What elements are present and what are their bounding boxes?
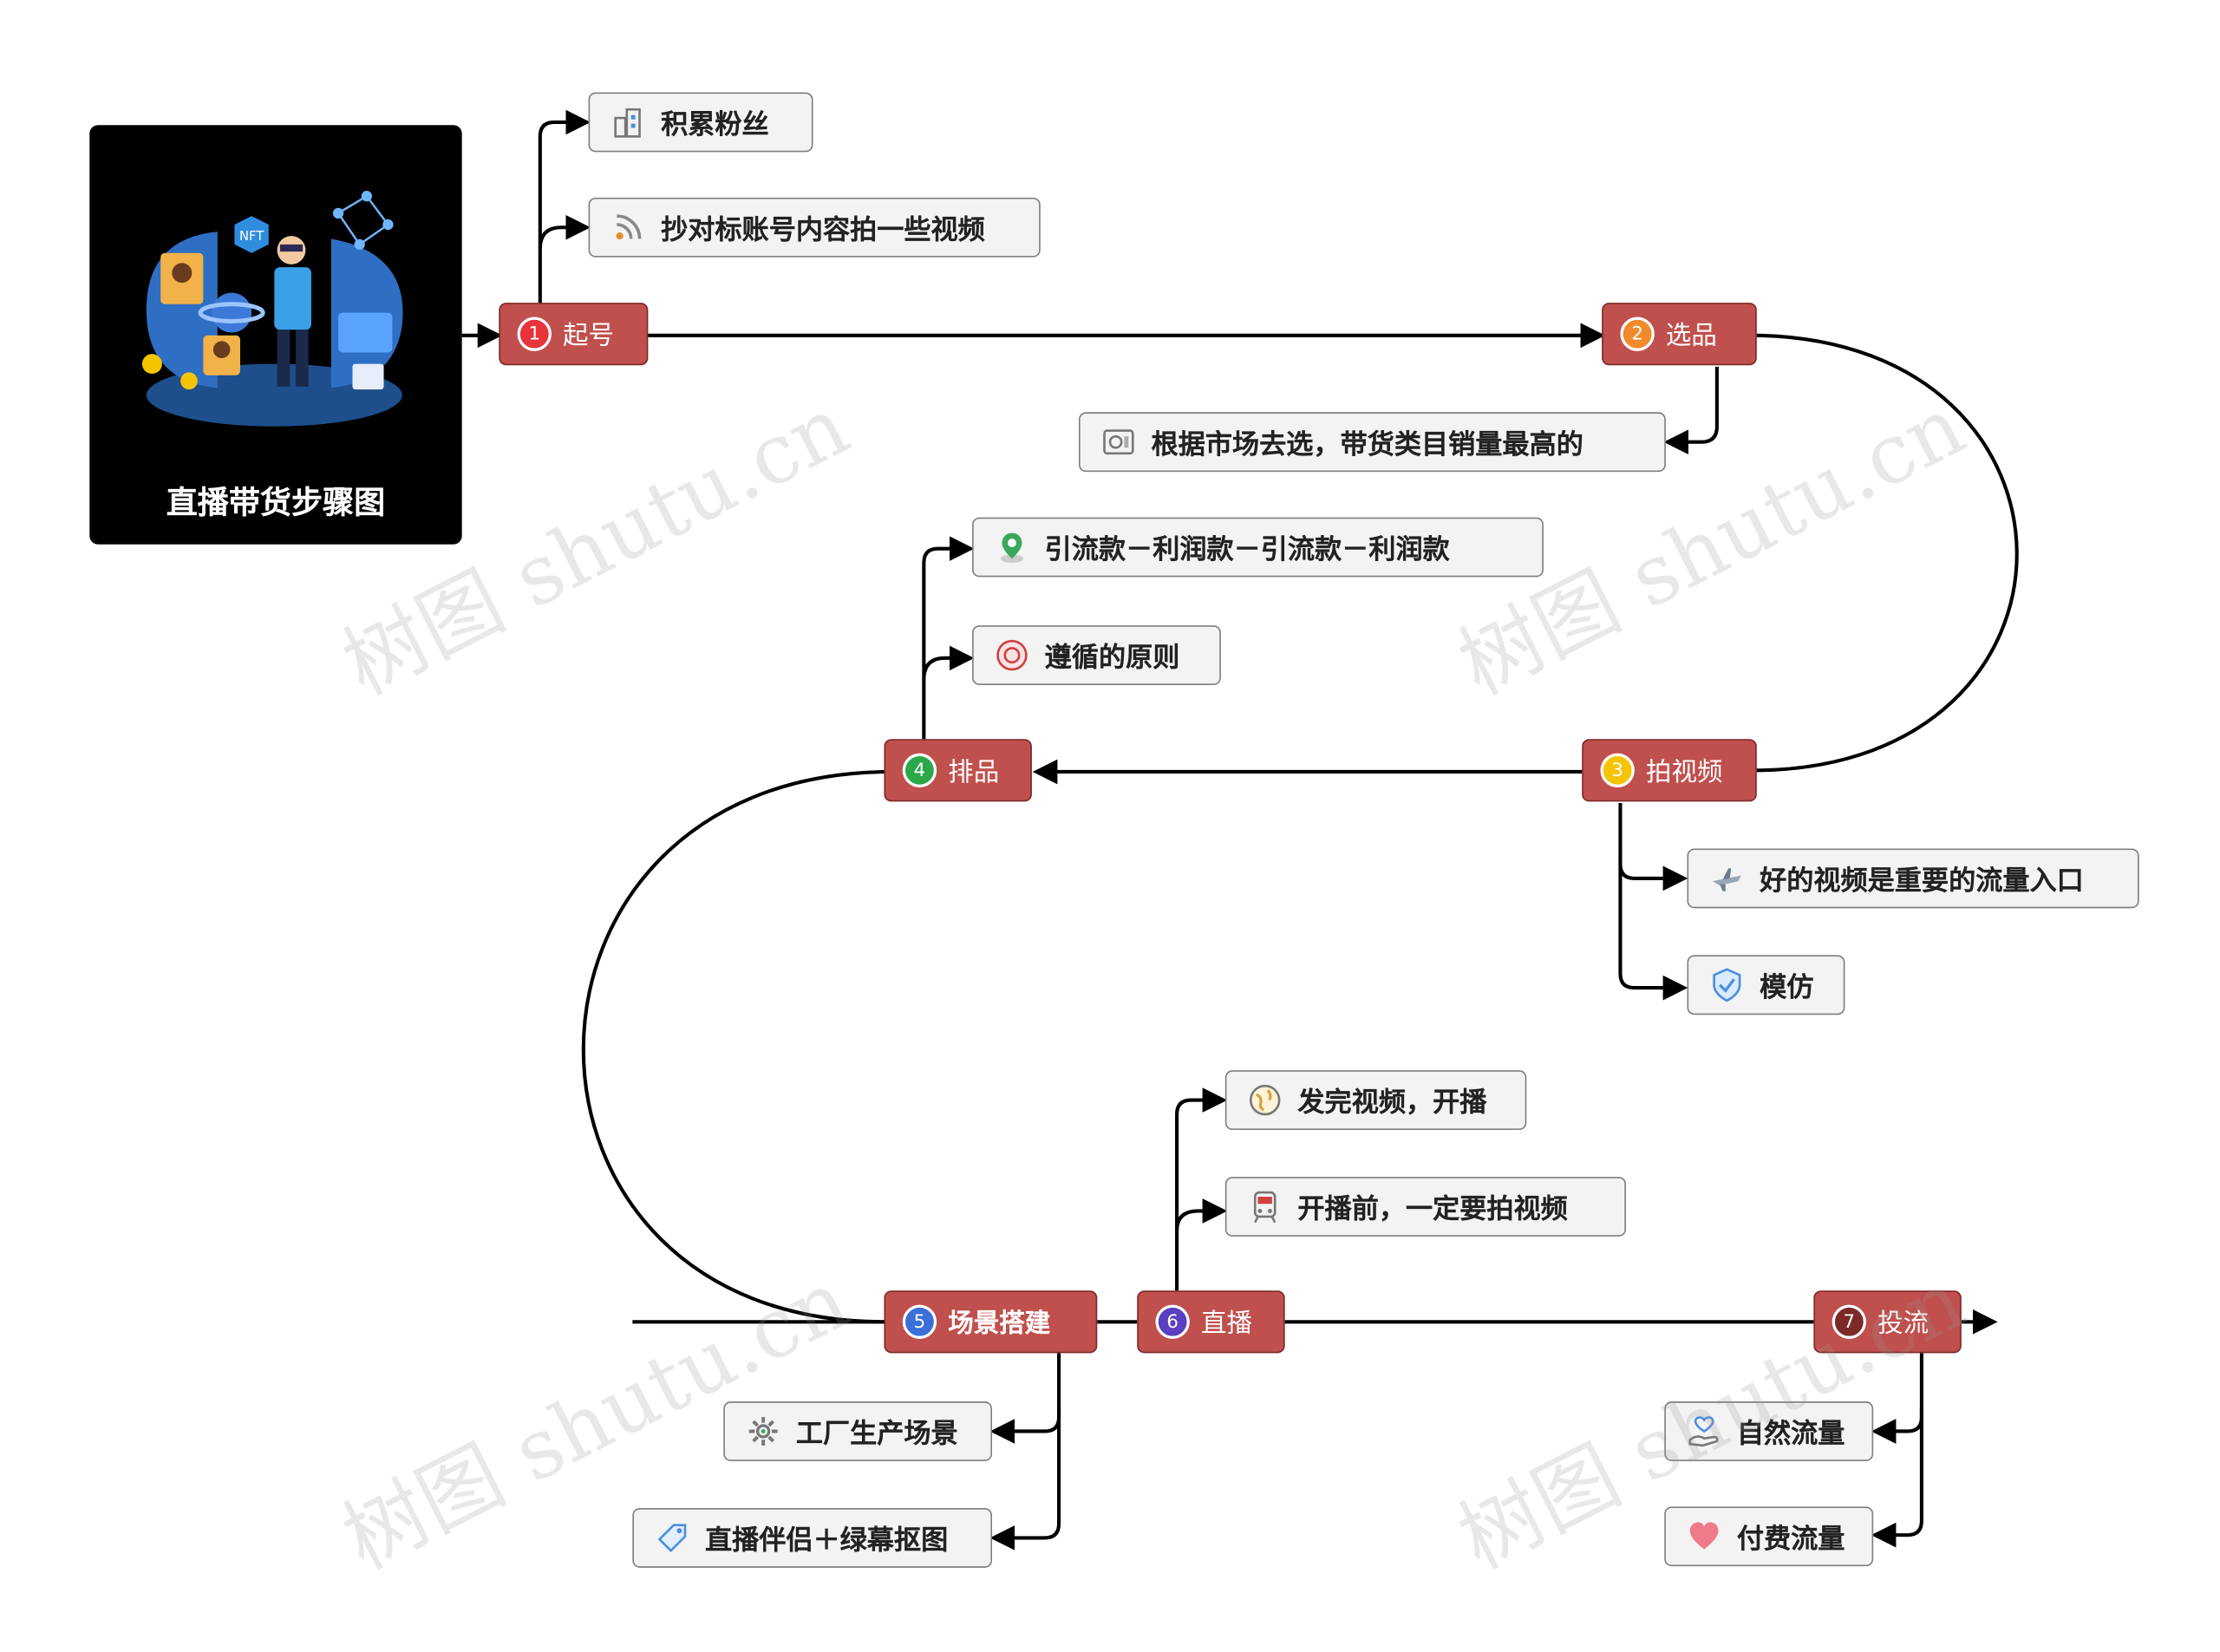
safe-icon (1103, 429, 1134, 455)
leaf-market-select-label: 根据市场去选，带货类目销量最高的 (1151, 428, 1583, 460)
step-4[interactable]: 4 排品 (884, 739, 1032, 802)
gear-icon (748, 1417, 778, 1446)
train-icon (1253, 1191, 1276, 1224)
leaf-product-order[interactable]: 引流款－利润款－引流款－利润款 (972, 517, 1544, 578)
step-7-label: 投流 (1877, 1309, 1929, 1339)
airplane-icon (1712, 868, 1741, 891)
svg-text:NFT: NFT (239, 229, 264, 244)
step-7[interactable]: 7 投流 (1813, 1290, 1962, 1354)
leaf-post-then-live[interactable]: 发完视频，开播 (1224, 1070, 1527, 1131)
leaf-product-order-label: 引流款－利润款－引流款－利润款 (1044, 533, 1450, 565)
tag-icon (657, 1524, 687, 1553)
leaf-paid-traffic[interactable]: 付费流量 (1664, 1506, 1874, 1567)
step-6-label: 直播 (1200, 1309, 1252, 1339)
step-5[interactable]: 5 场景搭建 (884, 1290, 1098, 1354)
step-3[interactable]: 3 拍视频 (1582, 739, 1757, 802)
leaf-factory-scene[interactable]: 工厂生产场景 (723, 1401, 993, 1461)
rss-icon (616, 214, 642, 240)
step-3-label: 拍视频 (1645, 757, 1723, 788)
leaf-before-live-label: 开播前，一定要拍视频 (1297, 1192, 1568, 1224)
step-6-badge: 6 (1155, 1304, 1190, 1339)
leaf-principle-label: 遵循的原则 (1044, 642, 1180, 674)
leaf-copy-benchmark-label: 抄对标账号内容拍一些视频 (661, 213, 985, 245)
step-1-label: 起号 (563, 321, 615, 351)
step-5-badge: 5 (902, 1304, 937, 1339)
stamp-icon (996, 639, 1028, 671)
leaf-green-screen-label: 直播伴侣＋绿幕抠图 (704, 1524, 949, 1556)
leaf-market-select[interactable]: 根据市场去选，带货类目销量最高的 (1079, 412, 1666, 473)
leaf-accumulate-fans[interactable]: 积累粉丝 (588, 92, 813, 153)
page-title: 直播带货步骤图 (166, 486, 386, 522)
leaf-before-live[interactable]: 开播前，一定要拍视频 (1224, 1177, 1627, 1237)
leaf-green-screen[interactable]: 直播伴侣＋绿幕抠图 (632, 1507, 993, 1568)
building-icon (614, 108, 641, 138)
leaf-natural-traffic-label: 自然流量 (1736, 1417, 1845, 1449)
leaf-paid-traffic-label: 付费流量 (1736, 1523, 1845, 1555)
leaf-imitate[interactable]: 模仿 (1687, 955, 1845, 1015)
map-pin-icon (1000, 532, 1024, 564)
step-2-badge: 2 (1620, 317, 1655, 351)
step-2-label: 选品 (1665, 321, 1717, 351)
leaf-good-video[interactable]: 好的视频是重要的流量入口 (1687, 848, 2139, 909)
step-7-badge: 7 (1832, 1304, 1867, 1339)
leaf-principle[interactable]: 遵循的原则 (972, 625, 1221, 685)
leaf-good-video-label: 好的视频是重要的流量入口 (1760, 865, 2084, 897)
step-3-badge: 3 (1600, 753, 1635, 788)
leaf-post-then-live-label: 发完视频，开播 (1297, 1087, 1487, 1119)
leaf-accumulate-fans-label: 积累粉丝 (661, 108, 769, 140)
heart-icon (1689, 1522, 1719, 1550)
globe-icon (1250, 1084, 1281, 1116)
leaf-factory-scene-label: 工厂生产场景 (795, 1417, 958, 1449)
leaf-copy-benchmark[interactable]: 抄对标账号内容拍一些视频 (588, 197, 1041, 258)
step-1-badge: 1 (517, 317, 552, 351)
step-4-label: 排品 (948, 757, 1000, 788)
step-1[interactable]: 1 起号 (499, 303, 649, 366)
leaf-natural-traffic[interactable]: 自然流量 (1664, 1401, 1874, 1461)
step-5-label: 场景搭建 (948, 1309, 1051, 1339)
step-6[interactable]: 6 直播 (1137, 1290, 1285, 1354)
leaf-imitate-label: 模仿 (1760, 971, 1814, 1003)
step-4-badge: 4 (902, 753, 937, 788)
shield-check-icon (1713, 968, 1741, 1002)
nft-illustration-icon: NFT (141, 191, 403, 427)
hand-heart-icon (1688, 1416, 1719, 1447)
step-2[interactable]: 2 选品 (1602, 303, 1757, 366)
title-card: NFT 直播带货步骤图 (89, 125, 462, 545)
